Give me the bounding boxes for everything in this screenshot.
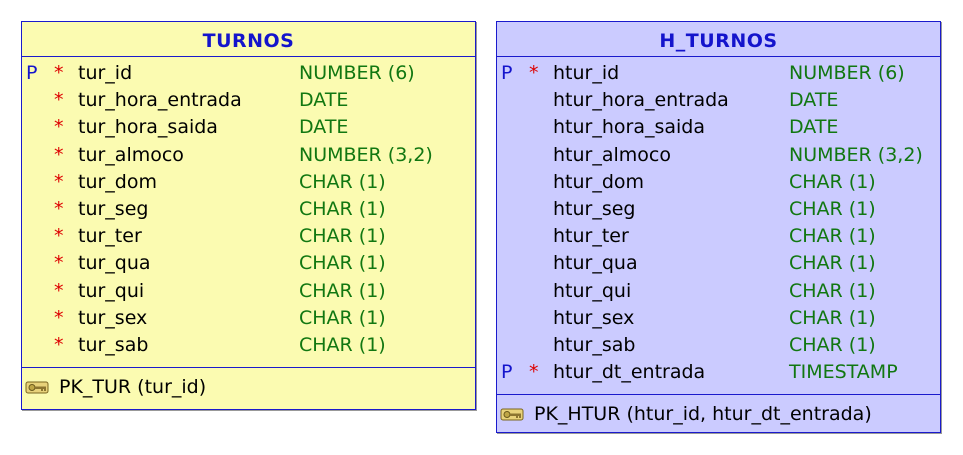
table-title: TURNOS xyxy=(22,22,475,57)
column-name: htur_qui xyxy=(553,279,632,302)
key-icon xyxy=(25,381,49,394)
key-icon xyxy=(500,408,524,421)
column-name: tur_sex xyxy=(78,306,148,329)
column-row: htur_seg CHAR (1) xyxy=(497,196,940,223)
required-marker: * xyxy=(54,252,64,275)
column-name: htur_seg xyxy=(553,197,636,220)
column-row: htur_sab CHAR (1) xyxy=(497,332,940,359)
column-type: CHAR (1) xyxy=(299,279,386,302)
column-name: tur_sab xyxy=(78,333,149,356)
column-name: tur_ter xyxy=(78,225,142,248)
column-type: CHAR (1) xyxy=(299,306,386,329)
column-name: htur_dom xyxy=(553,170,645,193)
column-type: DATE xyxy=(789,89,839,112)
required-marker: * xyxy=(54,306,64,329)
column-type: DATE xyxy=(299,89,349,112)
column-name: tur_qui xyxy=(78,279,145,302)
column-row: htur_sex CHAR (1) xyxy=(497,305,940,332)
table-title: H_TURNOS xyxy=(497,22,940,57)
column-name: htur_sex xyxy=(553,306,635,329)
column-type: CHAR (1) xyxy=(789,306,876,329)
column-row: htur_hora_entrada DATE xyxy=(497,87,940,114)
column-row: * tur_seg CHAR (1) xyxy=(22,196,475,223)
column-row: * tur_qua CHAR (1) xyxy=(22,250,475,277)
column-type: CHAR (1) xyxy=(789,333,876,356)
column-type: CHAR (1) xyxy=(789,197,876,220)
column-row: * tur_sab CHAR (1) xyxy=(22,332,475,359)
required-marker: * xyxy=(54,62,64,84)
required-marker: * xyxy=(529,62,539,84)
column-row: P * htur_dt_entrada TIMESTAMP xyxy=(497,359,940,386)
required-marker: * xyxy=(54,197,64,220)
column-type: NUMBER (3,2) xyxy=(789,143,923,166)
required-marker: * xyxy=(54,116,64,139)
table-h-turnos[interactable]: H_TURNOS P * htur_id NUMBER (6) htur_hora_en… xyxy=(496,21,941,433)
column-name: htur_sab xyxy=(553,333,636,356)
column-row: * tur_hora_saida DATE xyxy=(22,114,475,141)
column-name: tur_qua xyxy=(78,252,151,275)
column-name: htur_hora_saida xyxy=(553,116,705,139)
column-name: htur_hora_entrada xyxy=(553,89,729,112)
column-name: tur_hora_saida xyxy=(78,116,218,139)
column-row: * tur_almoco NUMBER (3,2) xyxy=(22,142,475,169)
column-row: htur_almoco NUMBER (3,2) xyxy=(497,142,940,169)
pk-marker: P xyxy=(501,62,513,84)
column-type: NUMBER (6) xyxy=(299,62,415,84)
column-type: CHAR (1) xyxy=(789,225,876,248)
column-type: NUMBER (3,2) xyxy=(299,143,433,166)
key-separator xyxy=(22,367,475,368)
required-marker: * xyxy=(54,170,64,193)
required-marker: * xyxy=(529,361,539,384)
column-row: * tur_dom CHAR (1) xyxy=(22,169,475,196)
column-row: * tur_hora_entrada DATE xyxy=(22,87,475,114)
column-name: tur_seg xyxy=(78,197,149,220)
column-row: P * tur_id NUMBER (6) xyxy=(22,60,475,87)
key-label: PK_TUR (tur_id) xyxy=(59,376,207,398)
column-row: htur_qua CHAR (1) xyxy=(497,250,940,277)
column-name: tur_hora_entrada xyxy=(78,89,242,112)
column-type: CHAR (1) xyxy=(789,279,876,302)
column-type: CHAR (1) xyxy=(299,333,386,356)
key-label: PK_HTUR (htur_id, htur_dt_entrada) xyxy=(534,403,872,425)
required-marker: * xyxy=(54,225,64,248)
column-type: CHAR (1) xyxy=(299,252,386,275)
column-type: CHAR (1) xyxy=(299,197,386,220)
column-name: htur_almoco xyxy=(553,143,671,166)
column-type: CHAR (1) xyxy=(299,225,386,248)
column-name: htur_qua xyxy=(553,252,638,275)
column-name: tur_dom xyxy=(78,170,157,193)
required-marker: * xyxy=(54,333,64,356)
required-marker: * xyxy=(54,143,64,166)
column-name: htur_dt_entrada xyxy=(553,361,706,384)
column-row: htur_dom CHAR (1) xyxy=(497,169,940,196)
column-row: * tur_qui CHAR (1) xyxy=(22,278,475,305)
column-type: TIMESTAMP xyxy=(789,361,898,384)
column-type: CHAR (1) xyxy=(789,252,876,275)
column-row: htur_ter CHAR (1) xyxy=(497,223,940,250)
column-name: htur_id xyxy=(553,62,620,84)
pk-marker: P xyxy=(26,62,38,84)
column-type: CHAR (1) xyxy=(299,170,386,193)
required-marker: * xyxy=(54,279,64,302)
column-type: DATE xyxy=(299,116,349,139)
pk-marker: P xyxy=(501,361,513,384)
required-marker: * xyxy=(54,89,64,112)
column-row: * tur_sex CHAR (1) xyxy=(22,305,475,332)
column-type: DATE xyxy=(789,116,839,139)
column-name: htur_ter xyxy=(553,225,629,248)
column-row: P * htur_id NUMBER (6) xyxy=(497,60,940,87)
column-row: htur_hora_saida DATE xyxy=(497,114,940,141)
table-turnos[interactable]: TURNOS P * tur_id NUMBER (6) * tur_hora_entra… xyxy=(21,21,476,410)
column-name: tur_almoco xyxy=(78,143,184,166)
column-row: * tur_ter CHAR (1) xyxy=(22,223,475,250)
key-separator xyxy=(497,394,940,395)
primary-key: PK_TUR (tur_id) xyxy=(25,376,206,398)
primary-key: PK_HTUR (htur_id, htur_dt_entrada) xyxy=(500,403,872,425)
column-name: tur_id xyxy=(78,62,133,84)
column-row: htur_qui CHAR (1) xyxy=(497,278,940,305)
column-type: CHAR (1) xyxy=(789,170,876,193)
column-type: NUMBER (6) xyxy=(789,62,905,84)
